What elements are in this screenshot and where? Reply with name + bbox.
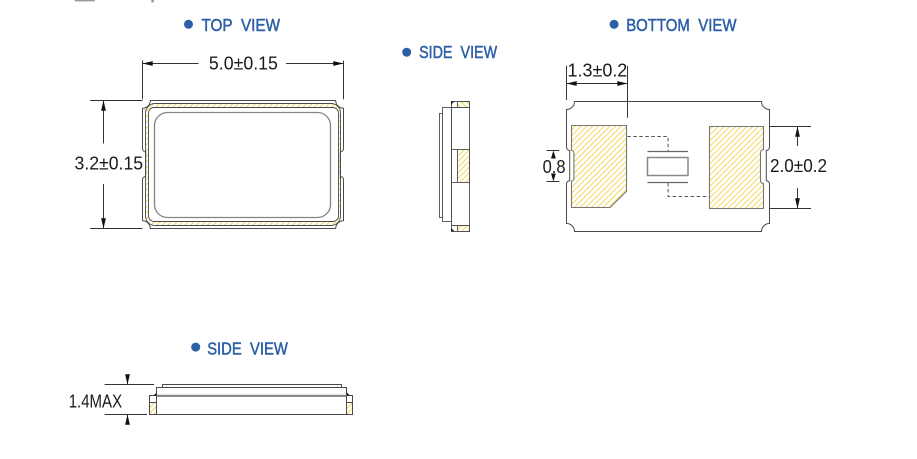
svg-text:BOTTOM VIEW: BOTTOM VIEW	[626, 15, 737, 35]
svg-text:2.0±0.2: 2.0±0.2	[770, 155, 827, 176]
svg-text:SIDE VIEW: SIDE VIEW	[207, 338, 288, 358]
svg-text:1.3±0.2: 1.3±0.2	[568, 60, 628, 81]
svg-text:TOP VIEW: TOP VIEW	[202, 15, 281, 35]
svg-text:5.0±0.15: 5.0±0.15	[209, 53, 278, 74]
svg-text:1.4MAX: 1.4MAX	[69, 391, 122, 412]
svg-text:3.2±0.15: 3.2±0.15	[75, 153, 144, 174]
svg-text:0.8: 0.8	[543, 156, 566, 177]
svg-text:SIDE VIEW: SIDE VIEW	[419, 42, 497, 62]
